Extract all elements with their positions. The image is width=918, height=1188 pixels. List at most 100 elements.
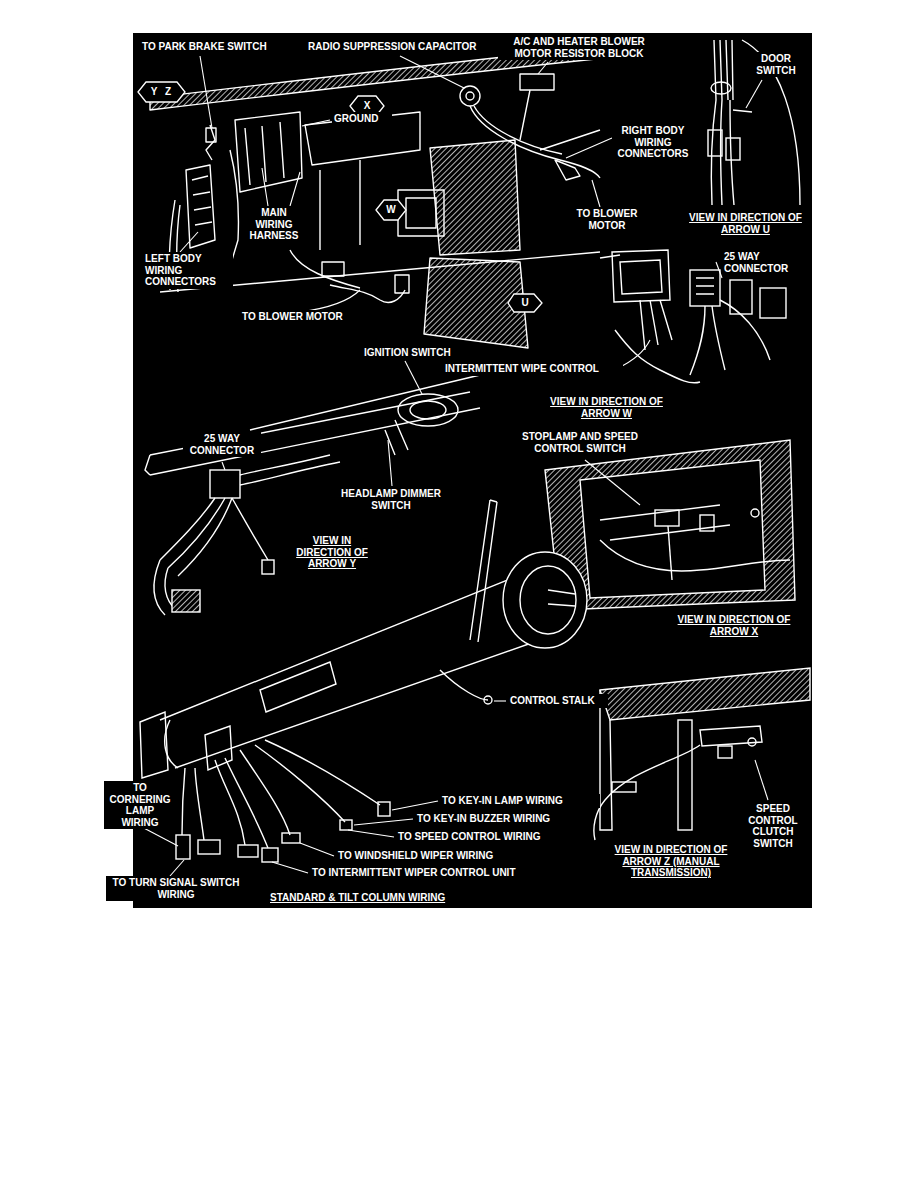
steering-column-part — [140, 712, 168, 778]
instrument-panel-part — [235, 112, 302, 192]
leader-lines-part — [222, 462, 225, 470]
leader-lines-part — [494, 700, 506, 701]
leader-lines-part — [405, 361, 422, 394]
instrument-panel-part — [460, 86, 480, 106]
instrument-panel-part — [320, 160, 360, 250]
instrument-panel-part — [230, 150, 238, 260]
instrument-panel-part — [330, 285, 405, 302]
leader-lines — [140, 56, 768, 876]
x-view-part — [700, 515, 714, 531]
steering-column-part — [503, 552, 587, 648]
part-label: LEFT BODY WIRING CONNECTORS — [143, 252, 233, 289]
w-view-part — [640, 300, 672, 350]
door-view-part — [708, 130, 722, 156]
y-view-part — [145, 455, 150, 475]
y-view-part — [262, 560, 274, 574]
leader-lines-part — [300, 843, 334, 856]
y-view-part — [250, 375, 480, 430]
arrow-letter: Z — [162, 85, 174, 99]
z-view-part — [600, 690, 612, 830]
steering-column-part — [340, 820, 352, 830]
steering-column-part — [198, 840, 220, 854]
door-view-part — [733, 110, 752, 112]
y-view-part — [410, 401, 446, 419]
instrument-panel-part — [474, 106, 562, 154]
z-view-part — [700, 726, 762, 746]
instrument-panel-part — [245, 122, 284, 185]
steering-column — [140, 500, 587, 862]
instrument-panel-part — [206, 125, 215, 160]
leader-lines-part — [262, 168, 300, 206]
w-view-part — [600, 255, 620, 258]
steering-column-part — [470, 500, 497, 642]
y-view-part — [398, 394, 458, 426]
steering-column-part — [238, 845, 258, 857]
steering-column-part — [225, 758, 268, 848]
steering-column-part — [265, 740, 380, 805]
leader-lines-part — [302, 120, 330, 126]
instrument-panel — [150, 45, 615, 348]
part-label: TO PARK BRAKE SWITCH — [140, 40, 290, 54]
arrow-letter: W — [385, 203, 397, 217]
view-caption: VIEW IN DIRECTION OF ARROW U — [683, 211, 808, 236]
leader-lines-part — [746, 80, 762, 108]
part-label: SPEED CONTROL CLUTCH SWITCH — [738, 802, 808, 850]
part-label: CONTROL STALK — [508, 694, 608, 708]
z-view-part — [718, 746, 732, 758]
black-ground — [133, 33, 812, 908]
x-view-part — [655, 510, 679, 526]
x-view-part — [751, 509, 759, 517]
arrow-letter: X — [361, 99, 373, 113]
z-view-part — [612, 782, 636, 792]
arrow-markers-part — [508, 294, 542, 312]
part-label: TO CORNERING LAMP WIRING — [104, 781, 176, 829]
y-view — [145, 375, 480, 615]
w-view-part — [612, 250, 670, 302]
leader-lines-part — [755, 760, 768, 800]
instrument-panel-part — [555, 160, 580, 180]
steering-column-part — [378, 802, 390, 816]
instrument-panel-part — [322, 262, 344, 276]
view-caption: VIEW IN DIRECTION OF ARROW Z (MANUAL TRA… — [600, 843, 742, 880]
view-caption: VIEW IN DIRECTION OF ARROW Y — [288, 534, 376, 571]
leader-lines-part — [538, 62, 548, 74]
instrument-panel-part — [470, 106, 600, 178]
instrument-panel-part — [305, 112, 420, 165]
z-view-part — [678, 720, 692, 830]
w-view-part — [690, 270, 720, 306]
leader-lines-part — [392, 801, 438, 810]
leader-lines-part — [140, 826, 178, 846]
part-label: MAIN WIRING HARNESS — [243, 206, 305, 243]
part-label: HEADLAMP DIMMER SWITCH — [335, 487, 447, 512]
y-view-part — [150, 392, 480, 475]
steering-column-part — [440, 670, 488, 700]
leader-lines-part — [592, 180, 600, 207]
w-view-part — [760, 288, 786, 318]
instrument-panel-part — [406, 198, 436, 228]
z-view-part — [748, 738, 756, 746]
leader-lines-part — [180, 232, 198, 252]
steering-column-part — [282, 833, 300, 843]
part-label: STOPLAMP AND SPEED CONTROL SWITCH — [505, 430, 655, 455]
arrow-letter: Y — [148, 85, 160, 99]
part-label: TO BLOWER MOTOR — [240, 310, 380, 324]
view-caption: VIEW IN DIRECTION OF ARROW X — [672, 613, 796, 638]
leader-lines-part — [566, 138, 612, 158]
leader-lines-part — [348, 830, 394, 837]
x-view-part — [668, 526, 672, 580]
steering-column-part — [548, 590, 575, 606]
steering-column-part — [215, 760, 245, 845]
leader-lines-part — [200, 56, 212, 128]
y-view-part — [160, 498, 232, 576]
arrow-letter: U — [519, 296, 531, 310]
leader-lines-part — [354, 819, 413, 825]
steering-column-part — [165, 720, 178, 768]
part-label: TO KEY-IN BUZZER WIRING — [415, 812, 585, 826]
arrow-markers-part — [138, 82, 185, 102]
view-caption: STANDARD & TILT COLUMN WIRING — [268, 891, 478, 905]
arrow-markers — [138, 82, 542, 312]
part-label: RADIO SUPPRESSION CAPACITOR — [306, 40, 496, 54]
leader-lines-part — [300, 290, 360, 312]
instrument-panel-part — [206, 128, 216, 142]
